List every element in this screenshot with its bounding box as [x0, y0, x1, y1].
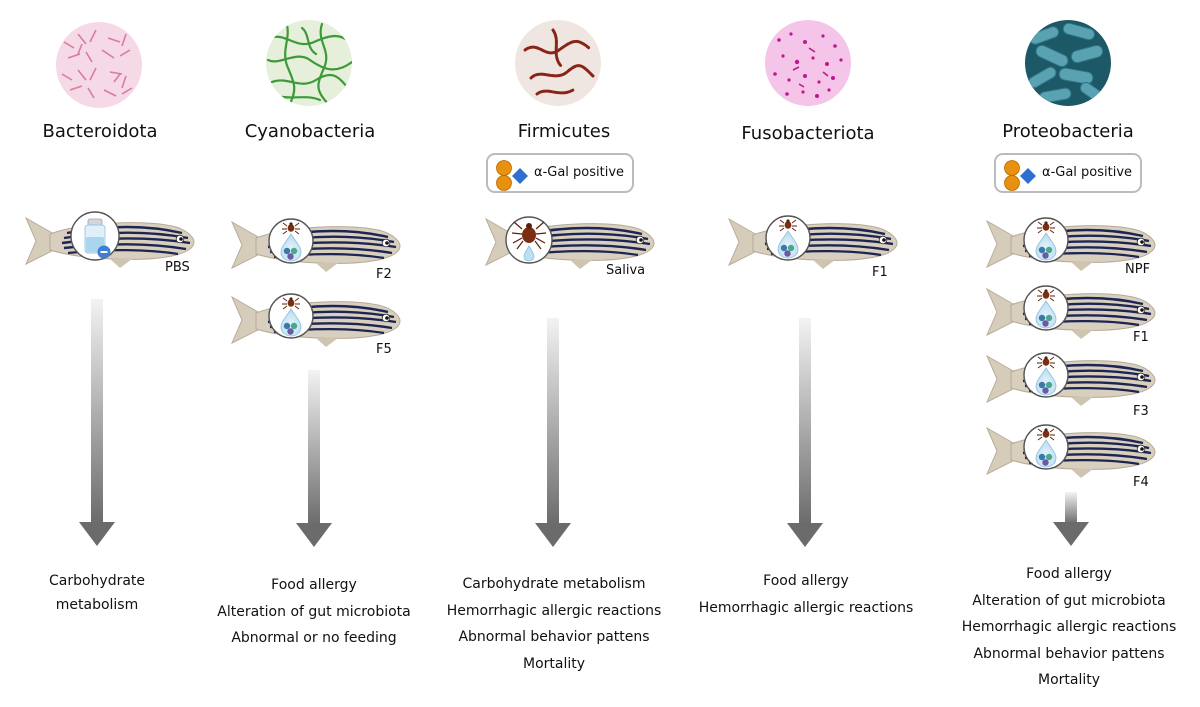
alpha-gal-badge-firmicutes: α-Gal positive	[486, 153, 634, 193]
flow-arrow-bacteroidota	[77, 299, 117, 546]
treatment-label-f4: F4	[1133, 475, 1149, 490]
zebrafish-proteobacteria-f4	[983, 414, 1158, 484]
outcome-item: Alteration of gut microbiota	[217, 603, 411, 620]
alpha-gal-badge-proteobacteria: α-Gal positive	[994, 153, 1142, 193]
outcome-item: Mortality	[1037, 672, 1101, 688]
vial-minus-icon	[70, 211, 120, 261]
outcome-item: Abnormal behavior pattens	[973, 645, 1165, 662]
flow-arrow-firmicutes	[533, 318, 573, 547]
treatment-label-saliva: Saliva	[606, 263, 646, 278]
outcome-item: Carbohydrate	[48, 573, 146, 589]
outcome-item: Hemorrhagic allergic reactions	[961, 619, 1177, 635]
tick-drop-icon	[765, 215, 811, 261]
treatment-label-f1: F1	[872, 265, 888, 280]
tick-saliva-icon	[505, 216, 553, 264]
tick-drop-icon	[1023, 424, 1069, 470]
outcome-item: Alteration of gut microbiota	[972, 592, 1166, 609]
outcomes-bacteroidota: Carbohydrate metabolism	[0, 568, 227, 618]
flow-arrow-cyanobacteria	[294, 370, 334, 547]
flow-arrow-proteobacteria	[1051, 492, 1091, 546]
outcome-item: Abnormal or no feeding	[231, 630, 397, 646]
treatment-label-f5: F5	[376, 342, 392, 357]
cyanobacteria-micrograph	[266, 20, 352, 106]
outcome-item: Hemorrhagic allergic reactions	[446, 602, 662, 619]
tick-drop-icon	[268, 293, 314, 339]
outcome-item: Abnormal behavior pattens	[458, 629, 650, 645]
outcome-item: metabolism	[55, 596, 139, 613]
zebrafish-proteobacteria-f1	[983, 275, 1158, 345]
phylum-label-cyanobacteria: Cyanobacteria	[244, 121, 376, 142]
tick-drop-icon	[1023, 217, 1069, 263]
phylum-label-firmicutes: Firmicutes	[517, 121, 611, 142]
outcomes-proteobacteria: Food allergy Alteration of gut microbiot…	[939, 561, 1199, 694]
alpha-gal-sugar-icon	[1004, 160, 1036, 191]
firmicutes-micrograph	[515, 20, 601, 106]
outcomes-fusobacteriota: Food allergy Hemorrhagic allergic reacti…	[676, 568, 936, 621]
treatment-label-f2: F2	[376, 267, 392, 282]
treatment-label-proteo-f1: F1	[1133, 330, 1149, 345]
outcome-item: Carbohydrate metabolism	[462, 576, 646, 592]
zebrafish-proteobacteria-f3	[983, 342, 1158, 412]
fusobacteriota-micrograph	[765, 20, 851, 106]
tick-drop-icon	[1023, 352, 1069, 398]
tick-drop-icon	[1023, 285, 1069, 331]
alpha-gal-label: α-Gal positive	[1042, 165, 1133, 180]
zebrafish-bacteroidota-pbs	[22, 204, 197, 274]
proteobacteria-micrograph	[1025, 20, 1111, 106]
bacteroidota-micrograph	[56, 22, 142, 108]
treatment-label-npf: NPF	[1125, 262, 1151, 277]
outcome-item: Mortality	[522, 655, 586, 672]
outcome-item: Food allergy	[271, 577, 357, 593]
treatment-label-f3: F3	[1133, 404, 1149, 419]
outcome-item: Hemorrhagic allergic reactions	[698, 599, 914, 616]
phylum-label-proteobacteria: Proteobacteria	[1002, 121, 1134, 142]
outcomes-cyanobacteria: Food allergy Alteration of gut microbiot…	[184, 572, 444, 652]
outcome-item: Food allergy	[1026, 566, 1112, 582]
phylum-label-fusobacteriota: Fusobacteriota	[741, 123, 875, 144]
outcome-item: Food allergy	[763, 573, 849, 589]
flow-arrow-fusobacteriota	[785, 318, 825, 547]
tick-drop-icon	[268, 218, 314, 264]
outcomes-firmicutes: Carbohydrate metabolism Hemorrhagic alle…	[424, 571, 684, 677]
phylum-label-bacteroidota: Bacteroidota	[42, 121, 158, 142]
alpha-gal-label: α-Gal positive	[534, 165, 625, 180]
alpha-gal-sugar-icon	[496, 160, 528, 191]
treatment-label-pbs: PBS	[165, 260, 190, 275]
zebrafish-firmicutes-saliva	[482, 205, 657, 275]
